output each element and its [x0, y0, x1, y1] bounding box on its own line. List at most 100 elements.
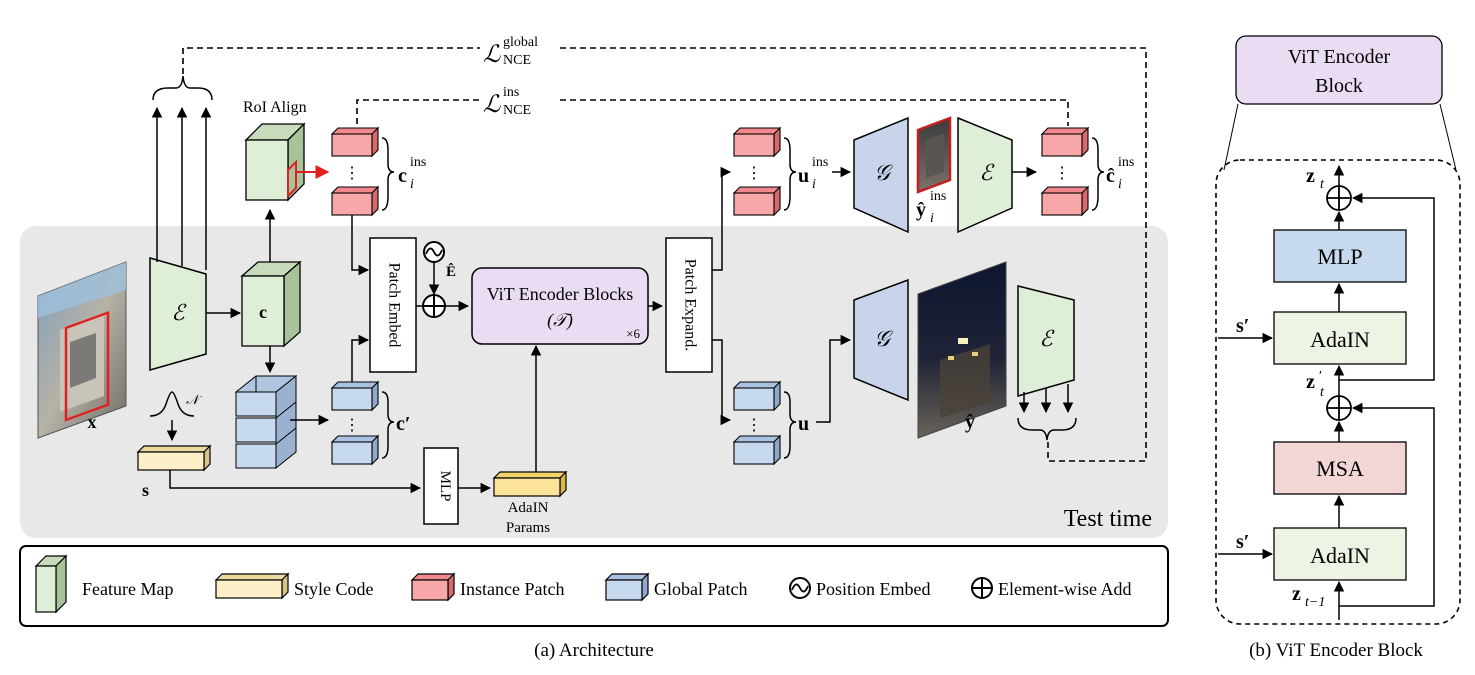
svg-text:t: t [1320, 177, 1325, 192]
instance-patch [1040, 126, 1090, 158]
legend-feature-map: Feature Map [34, 554, 173, 614]
patch-expand-block: Patch Expand. [665, 237, 713, 373]
svg-text:ℰ: ℰ [979, 160, 995, 185]
svg-text:AdaIN: AdaIN [1310, 327, 1370, 352]
svg-text:ℰ: ℰ [171, 300, 187, 325]
encoder-e-1: ℰ [149, 257, 207, 371]
arrow-expand-to-uins [712, 166, 732, 271]
svg-text:i: i [812, 177, 816, 192]
svg-text:z: z [1306, 371, 1315, 393]
global-patches-u [732, 380, 782, 466]
roi-feature-map [244, 122, 306, 202]
zoom-line-left [1223, 103, 1239, 171]
patch-embed-block: Patch Embed [369, 237, 417, 373]
instance-patches-uins [732, 126, 782, 217]
vit-msa-block: MSA [1273, 441, 1407, 495]
svg-text:ins: ins [812, 155, 828, 170]
svg-text:Global Patch: Global Patch [654, 579, 747, 599]
feature-map-c: c [240, 260, 302, 348]
svg-text:i: i [1118, 177, 1122, 192]
loss-ins-path [356, 99, 1069, 126]
label-yhat: ŷ [965, 411, 975, 433]
brace-cprime [381, 391, 395, 459]
vit-block-container [1215, 159, 1461, 625]
element-wise-add-icon [971, 577, 993, 599]
arrow-expand-to-u [712, 339, 732, 426]
svg-text:t−1: t−1 [1305, 595, 1325, 610]
svg-text:c: c [259, 302, 267, 322]
svg-text:Patch Embed: Patch Embed [385, 263, 402, 348]
arrow-s-to-mlp [169, 470, 422, 494]
generator-g-top: 𝒢 [853, 116, 909, 234]
svg-text:MLP: MLP [437, 471, 453, 502]
instance-box [64, 310, 110, 422]
svg-text:MSA: MSA [1316, 456, 1364, 481]
svg-text:z: z [1306, 165, 1315, 187]
vit-adain-bottom: AdaIN [1273, 527, 1407, 581]
legend-element-add: Element-wise Add [971, 577, 1131, 599]
svg-text:ins: ins [930, 189, 946, 204]
svg-text:i: i [930, 211, 934, 226]
roi-align-label: RoI Align [243, 99, 307, 116]
svg-text:c: c [398, 165, 407, 187]
svg-text:𝒢: 𝒢 [874, 326, 893, 351]
label-uins: u i ins [798, 155, 828, 192]
input-image: x [37, 261, 127, 439]
svg-text:𝒢: 𝒢 [874, 160, 893, 185]
ellipsis: ⋮ [746, 165, 762, 182]
label-sprime-top: s′ [1236, 315, 1249, 337]
global-patch [330, 380, 380, 412]
legend-global-patch: Global Patch [604, 572, 747, 602]
loss-ins-label: ℒ ins NCE [483, 85, 531, 118]
instance-patches-chatins [1040, 126, 1090, 217]
arrow-cprime-to-embed [351, 334, 370, 382]
svg-text:NCE: NCE [503, 103, 531, 118]
svg-text:u: u [798, 165, 809, 187]
label-sprime-bottom: s′ [1236, 531, 1249, 553]
element-wise-add-icon [1326, 395, 1352, 421]
encoder-feature-arrows [151, 75, 213, 270]
svg-text:Block: Block [1315, 75, 1363, 97]
svg-text:ŷ: ŷ [916, 199, 926, 221]
svg-text:ins: ins [503, 85, 519, 100]
test-time-label: Test time [1064, 506, 1152, 532]
brace-uins [783, 137, 797, 211]
output-image-yhat [917, 261, 1007, 439]
style-code-s [136, 444, 212, 472]
svg-text:AdaIN: AdaIN [1310, 543, 1370, 568]
global-patches-cprime [330, 380, 380, 466]
global-patch-grid [234, 374, 298, 470]
legend-instance-patch: Instance Patch [410, 572, 564, 602]
loss-global-path [182, 47, 1147, 462]
svg-text:(𝒯): (𝒯) [547, 310, 573, 331]
label-u: u [798, 413, 809, 435]
encoder-e-bottom: ℰ [1017, 285, 1075, 397]
legend-box [19, 545, 1169, 627]
svg-text:z: z [1292, 583, 1301, 605]
svg-text:ℒ: ℒ [483, 92, 501, 118]
global-patch [732, 434, 782, 466]
brace-cins [381, 137, 395, 211]
svg-text:ins: ins [410, 155, 426, 170]
label-zt-prime: z ′ t [1306, 369, 1325, 400]
global-patch [732, 380, 782, 412]
svg-text:Patch Expand.: Patch Expand. [681, 259, 698, 351]
adain-params [492, 470, 568, 498]
encoder-e-top: ℰ [957, 116, 1013, 234]
sine-position-embed-icon [423, 241, 445, 263]
adain-params-line2: Params [506, 520, 550, 536]
label-chatins: ĉ i ins [1106, 155, 1134, 192]
instance-patch [732, 185, 782, 217]
svg-text:×6: ×6 [626, 326, 640, 341]
vit-encoder-blocks: ViT Encoder Blocks (𝒯) ×6 [471, 267, 649, 345]
ellipsis: ⋮ [344, 417, 360, 434]
brace-u [783, 391, 797, 459]
svg-text:global: global [503, 35, 538, 50]
svg-text:Style Code: Style Code [294, 579, 374, 599]
arrow-cins-to-embed [351, 215, 370, 276]
svg-text:Element-wise Add: Element-wise Add [998, 579, 1131, 599]
instance-patch [330, 126, 380, 158]
style-s-label: s [142, 480, 149, 500]
caption-vit-block: (b) ViT Encoder Block [1249, 640, 1423, 661]
